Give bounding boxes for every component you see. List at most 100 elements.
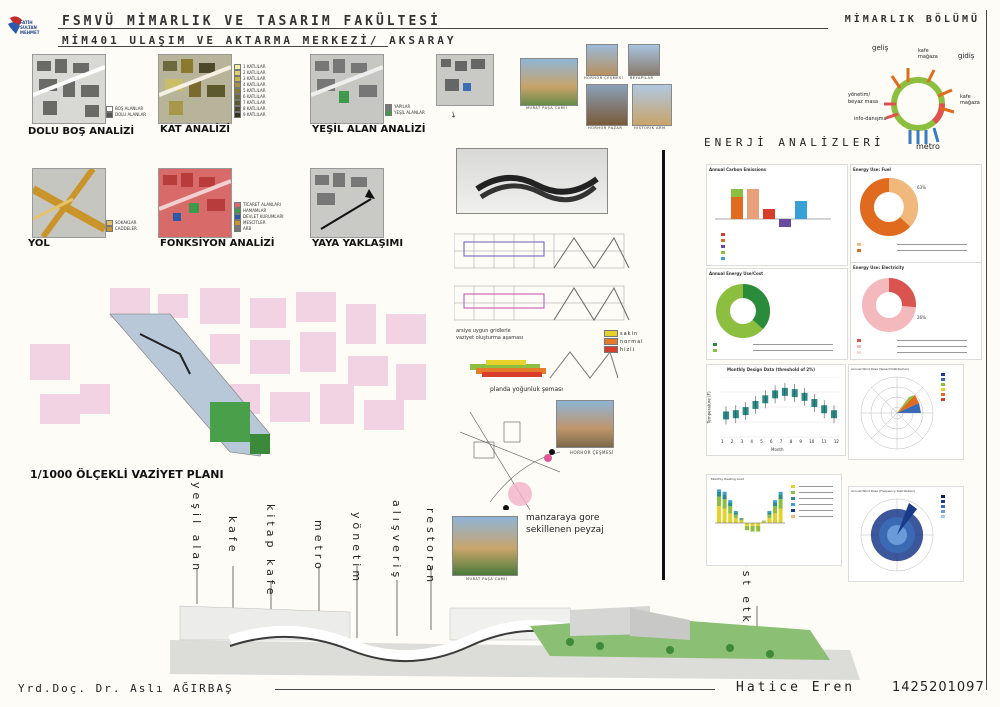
site-plan-label: 1/1000 ÖLÇEKLİ VAZİYET PLANI bbox=[30, 468, 224, 481]
site-plan bbox=[30, 284, 450, 480]
heating-bar-segment bbox=[722, 491, 727, 495]
course-title: MİM401 ULAŞIM VE AKTARMA MERKEZİ/ AKSARA… bbox=[62, 34, 457, 47]
frame-bottom-line bbox=[275, 689, 715, 690]
monthly-design-title: Monthly Design Data (threshold of 2%) bbox=[727, 367, 815, 372]
heating-plot bbox=[715, 489, 785, 532]
caption-beyapilar: BEYAPILAR bbox=[630, 76, 654, 80]
fuel-donut-chart: Energy Use: Fuel 63% bbox=[850, 164, 982, 266]
monthly-design-xlabel: Month bbox=[771, 447, 784, 452]
heating-bar-segment bbox=[733, 512, 738, 515]
heating-bar-segment bbox=[717, 496, 721, 507]
kat-analizi-label: KAT ANALİZİ bbox=[160, 124, 230, 135]
program-label-kitap-kafe: kitap kafe bbox=[264, 504, 277, 599]
bazaar-photo bbox=[586, 84, 628, 126]
heating-bar-segment bbox=[778, 494, 783, 499]
wind-rose-speed-title: Annual Wind Rose (Speed Distribution) bbox=[851, 367, 910, 371]
dolu-bos-label: DOLU BOŞ ANALİZİ bbox=[28, 126, 135, 137]
yesil-alan-map bbox=[310, 54, 384, 124]
caption-historik: HISTORİK ARM bbox=[634, 126, 666, 130]
circ-label-kafe-2: kafe mağaza bbox=[960, 94, 980, 106]
mosque-photo-bottom bbox=[452, 516, 518, 576]
heating-bar-segment bbox=[767, 518, 772, 523]
student-number: 1425201097 bbox=[892, 680, 985, 695]
caption-horhor-pazar: HORHOR PAZAR bbox=[588, 126, 623, 130]
yesil-alan-label: YEŞİL ALAN ANALİZİ bbox=[312, 124, 426, 135]
wind-rose-frequency-title: Annual Wind Rose (Frequency Distribution… bbox=[851, 489, 916, 493]
heating-bar-segment bbox=[728, 506, 733, 514]
heating-bar-segment bbox=[778, 491, 783, 495]
heating-bar-segment bbox=[717, 506, 721, 523]
monthly-heating-title: Monthly Heating Load bbox=[711, 477, 744, 481]
mosque-photo-top bbox=[520, 58, 578, 106]
grid-note: arsiye uygun gridlerle vaziyet oluşturma… bbox=[456, 328, 524, 341]
heating-bar-segment bbox=[778, 508, 783, 523]
heating-bar-segment bbox=[739, 520, 744, 523]
caption-mosque-bottom: MURAT PAŞA CAMİİ bbox=[466, 577, 508, 581]
dolu-bos-legend: BOŞ ALANLAR DOLU ALANLAR bbox=[106, 106, 146, 118]
grid-diagram-1 bbox=[453, 228, 634, 272]
heating-bar-segment bbox=[728, 513, 733, 523]
program-label-alisveris: alışveriş bbox=[390, 500, 403, 582]
perspective-render bbox=[170, 600, 860, 680]
heating-bar-segment bbox=[745, 523, 749, 526]
density-legend: sakin normal hizli bbox=[604, 330, 644, 354]
heating-bar-segment bbox=[773, 502, 777, 507]
program-label-kafe: kafe bbox=[226, 516, 239, 556]
circ-label-info: info-danışma bbox=[854, 116, 887, 122]
heating-bar-segment bbox=[761, 520, 766, 522]
heating-bar-segment bbox=[778, 499, 783, 509]
site-detail-diagram bbox=[459, 411, 561, 511]
fonksiyon-map bbox=[158, 168, 232, 238]
frame-subtitle-line bbox=[58, 46, 388, 47]
fonksiyon-label: FONKSİYON ANALİZİ bbox=[160, 238, 275, 249]
heating-bar-segment bbox=[717, 489, 721, 492]
heating-bar-segment bbox=[767, 512, 772, 515]
heating-bar-segment bbox=[761, 521, 766, 523]
heating-bar-segment bbox=[745, 526, 749, 531]
circ-label-yonetim: yönetim/ beyaz masa bbox=[848, 92, 879, 105]
circ-label-kafe-1: kafe mağaza bbox=[918, 48, 938, 60]
circ-label-gelis: geliş bbox=[872, 44, 889, 52]
instructor-name: Yrd.Doç. Dr. Aslı AĞIRBAŞ bbox=[18, 682, 234, 695]
heating-bar-segment bbox=[722, 494, 727, 499]
heating-bar-segment bbox=[756, 523, 761, 528]
caption-murat-pasa: MURAT PAŞA CAMİİ bbox=[526, 106, 568, 110]
fountain-photo-top bbox=[586, 44, 618, 76]
energy-cost-title: Annual Energy Use/Cost bbox=[709, 271, 764, 276]
density-diagram bbox=[460, 348, 620, 382]
frame-right-line bbox=[986, 10, 987, 690]
yesil-alan-legend: YAPILAR YEŞİL ALANLAR bbox=[385, 104, 425, 116]
heating-bar-segment bbox=[739, 519, 744, 521]
heating-bar-segment bbox=[739, 518, 744, 520]
yol-label: YOL bbox=[28, 238, 50, 249]
heating-bar-segment bbox=[733, 511, 738, 513]
small-context-map bbox=[436, 54, 494, 106]
kat-analizi-legend: 1 KATLILAR 2 KATLILAR 3 KATLILAR 4 KATLI… bbox=[234, 64, 265, 118]
student-name: Hatice Eren bbox=[736, 680, 856, 695]
circ-label-gidis: gidiş bbox=[958, 52, 975, 60]
density-caption: planda yoğunluk şeması bbox=[490, 386, 563, 393]
wind-rose-speed-chart: Annual Wind Rose (Speed Distribution) bbox=[848, 364, 964, 460]
monthly-design-chart: Monthly Design Data (threshold of 2%) Te… bbox=[706, 364, 846, 456]
heating-bar-segment bbox=[722, 499, 727, 509]
heating-bar-segment bbox=[773, 513, 777, 523]
yol-legend: SOKAKLAR CADDELER bbox=[106, 220, 137, 232]
heating-bar-segment bbox=[750, 523, 755, 529]
energy-cost-donut-chart: Annual Energy Use/Cost bbox=[706, 268, 848, 360]
kat-analizi-map bbox=[158, 54, 232, 124]
faculty-title: FSMVÜ MİMARLIK VE TASARIM FAKÜLTESİ bbox=[62, 14, 441, 29]
program-label-yonetim: yönetim bbox=[350, 512, 363, 586]
dolu-bos-map bbox=[32, 54, 106, 124]
program-label-yesil-alan: yeşil alan bbox=[190, 482, 203, 575]
fonksiyon-legend: TİCARET ALANLARI HAMAMLAR DEVLET KURUMLA… bbox=[234, 202, 283, 232]
caption-site-fountain: HORHOR ÇEŞMESİ bbox=[570, 450, 614, 455]
historic-photo bbox=[632, 84, 672, 126]
yaya-map bbox=[310, 168, 384, 238]
program-label-restoran: restoran bbox=[424, 508, 437, 587]
heating-bar-segment bbox=[722, 508, 727, 523]
fuel-percent-label: 63% bbox=[917, 185, 926, 190]
university-logo: FATİH SULTAN MEHMET bbox=[6, 14, 44, 48]
heating-bar-segment bbox=[728, 502, 733, 507]
heating-bar-segment bbox=[773, 500, 777, 503]
circulation-diagram bbox=[848, 48, 978, 158]
